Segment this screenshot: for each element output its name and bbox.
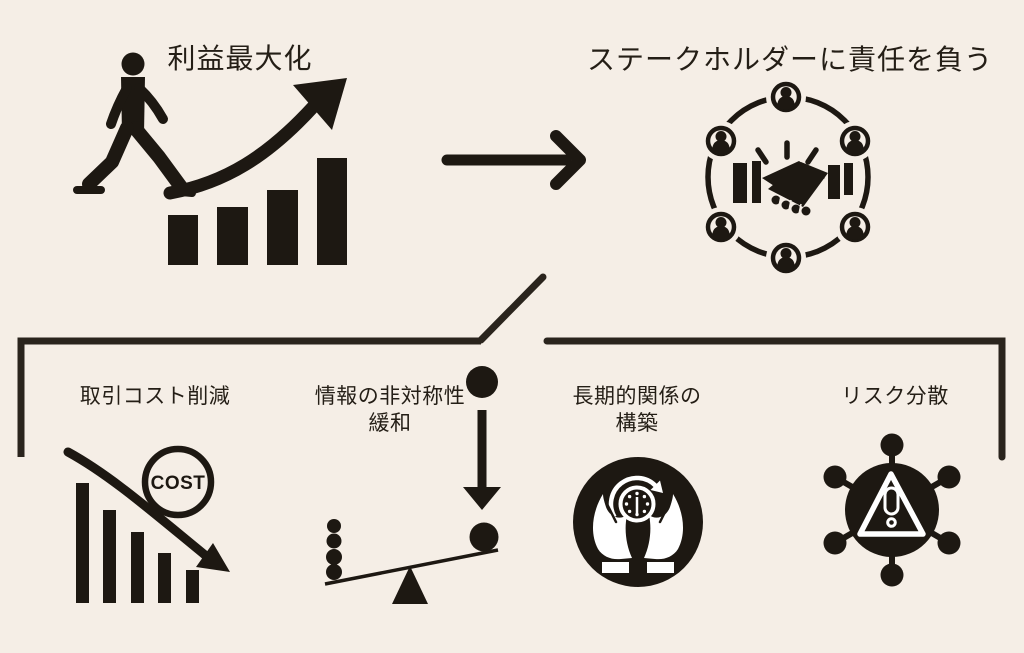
label-risk-diversification: リスク分散 xyxy=(841,385,949,408)
balance-seesaw-icon xyxy=(324,366,501,604)
label-stakeholder-responsibility: ステークホルダーに責任を負う xyxy=(586,44,993,75)
growth-bars-icon xyxy=(168,158,347,265)
walking-person-icon xyxy=(73,52,196,197)
label-profit-maximization: 利益最大化 xyxy=(167,43,313,74)
label-information-asymmetry: 情報の非対称性 緩和 xyxy=(314,385,466,436)
handshake-icon xyxy=(733,140,853,216)
risk-diversification-icon xyxy=(823,433,961,587)
arrow-right-icon xyxy=(441,130,586,190)
warning-triangle-icon xyxy=(857,471,926,537)
label-transaction-cost-reduction: 取引コスト削減 xyxy=(79,385,231,408)
cost-badge-text: COST xyxy=(151,473,206,494)
long-term-clock-hands-icon xyxy=(573,457,703,587)
rising-arrow-icon xyxy=(163,78,347,200)
clock-icon xyxy=(608,475,663,523)
label-long-term-relationship: 長期的関係の 構築 xyxy=(572,385,702,436)
branch-bracket xyxy=(17,273,1006,461)
cost-reduction-icon: COST xyxy=(63,445,230,603)
cost-badge-circle xyxy=(141,445,215,519)
stakeholders-circle-icon xyxy=(701,77,875,278)
profit-growth-icon xyxy=(73,52,347,265)
